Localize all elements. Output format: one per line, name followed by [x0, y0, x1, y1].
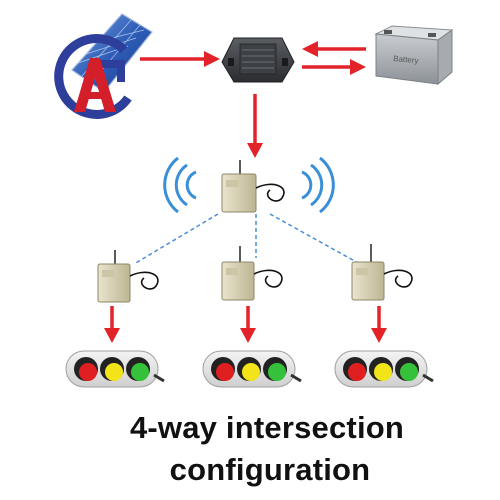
arrow-controller-to-master: [247, 94, 263, 158]
arrow-receiver-to-light: [371, 306, 387, 343]
traffic-light-icon: [202, 350, 302, 388]
company-logo: [54, 33, 132, 119]
controller-icon: [221, 37, 295, 83]
arrow-panel-to-controller: [140, 51, 220, 67]
arrow-receiver-to-light: [104, 306, 120, 343]
arrow-controller-to-battery: [302, 59, 366, 75]
wireless-receiver-module-icon: [351, 244, 413, 301]
traffic-light-icon: [334, 350, 434, 388]
wireless-links: [133, 213, 361, 265]
traffic-light-icon: [65, 350, 165, 388]
battery-icon: Battery: [374, 25, 454, 86]
caption-line-1: 4-way intersection: [129, 410, 405, 445]
arrow-battery-to-controller: [302, 41, 366, 57]
logo-letter-a: [74, 58, 116, 112]
wireless-master-module-icon: [221, 160, 285, 213]
wireless-receiver-module-icon: [221, 246, 283, 301]
wireless-signal-left-icon: [163, 156, 197, 214]
wireless-receiver-module-icon: [97, 250, 159, 303]
caption-line-2: configuration: [169, 452, 371, 487]
arrow-receiver-to-light: [240, 306, 256, 343]
wireless-signal-right-icon: [301, 156, 335, 214]
battery-label: Battery: [393, 54, 419, 65]
